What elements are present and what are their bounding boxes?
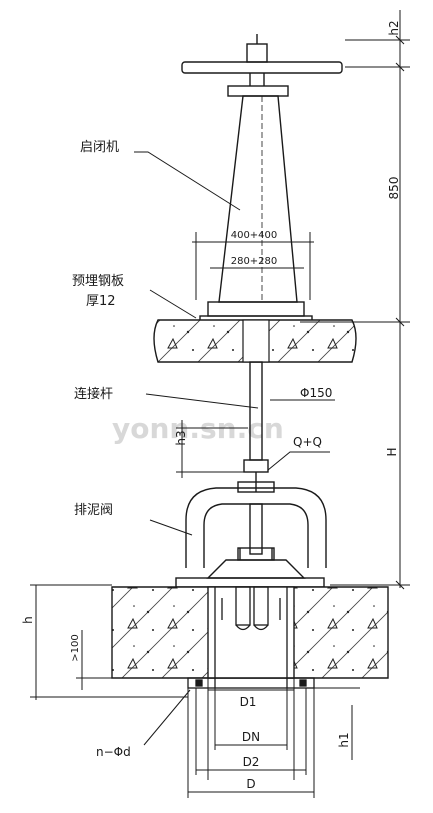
opener-base-flange — [207, 301, 305, 317]
opener-assembly — [181, 34, 343, 323]
dim-D: D — [246, 777, 255, 791]
valve-flange — [175, 577, 325, 588]
handwheel — [181, 61, 343, 74]
opener-cap — [227, 85, 289, 97]
dimension-lines — [30, 10, 410, 798]
opener-body — [218, 95, 298, 303]
bottom-flange — [187, 677, 315, 689]
valve-yoke — [185, 487, 327, 568]
dim-D1: D1 — [240, 695, 257, 709]
dim-H: H — [385, 447, 399, 456]
valve-bonnet — [206, 559, 306, 579]
label-mud-valve: 排泥阀 — [74, 503, 113, 518]
label-opener: 启闭机 — [80, 140, 119, 155]
dim-h3: h3 — [174, 430, 188, 445]
label-embedded-plate: 预埋钢板 — [72, 274, 124, 289]
stem-nut — [246, 43, 268, 63]
dim-D2: D2 — [243, 755, 260, 769]
label-plate-thickness: 厚12 — [86, 294, 116, 309]
dim-280-280: 280+280 — [231, 256, 278, 267]
connecting-rod — [249, 361, 263, 461]
dim-h: h — [21, 616, 35, 624]
dim-n-phi-d: n−Φd — [96, 745, 131, 759]
rod-coupling — [243, 459, 269, 473]
label-connecting-rod: 连接杆 — [74, 386, 113, 402]
dim-400-400: 400+400 — [231, 230, 278, 241]
dim-phi150: Φ150 — [300, 386, 332, 400]
pipe-sleeve — [207, 586, 295, 679]
dim-h1: h1 — [337, 732, 351, 747]
dim-q-q: Q+Q — [293, 435, 322, 449]
dim-h2: h2 — [387, 20, 401, 35]
dim-DN: DN — [242, 730, 260, 744]
dim-850: 850 — [387, 177, 401, 200]
dim-gt100: >100 — [70, 634, 81, 661]
